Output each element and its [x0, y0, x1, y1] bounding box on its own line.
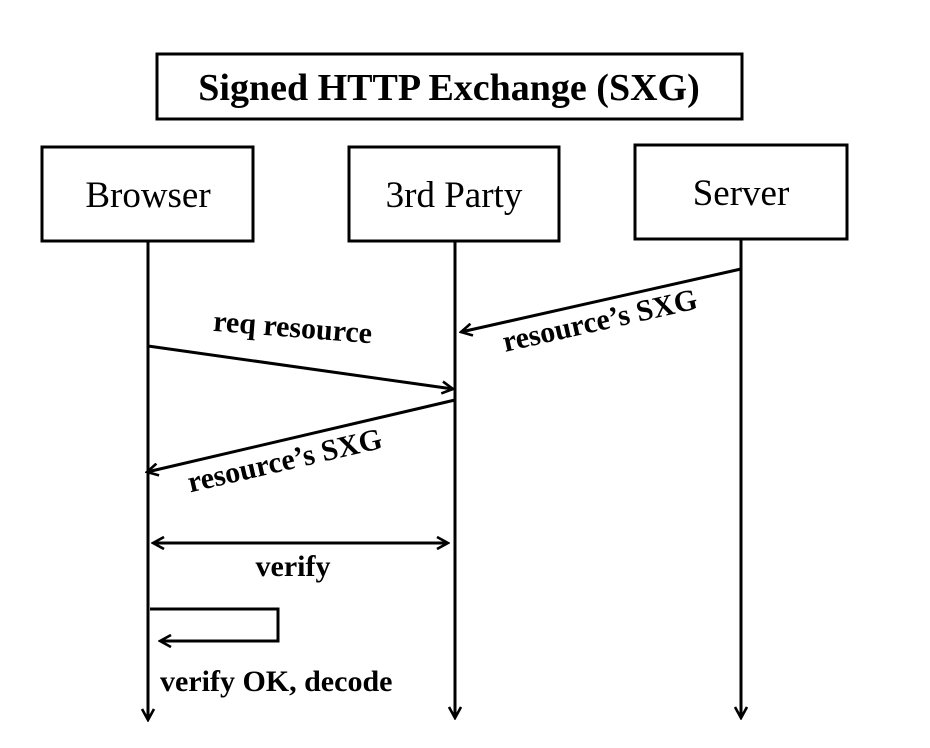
actor-browser: Browser — [40, 145, 255, 243]
label-verify-ok: verify OK, decode — [160, 665, 392, 698]
label-verify: verify — [256, 550, 331, 583]
actor-server-label: Server — [693, 173, 790, 214]
title-box: Signed HTTP Exchange (SXG) — [155, 52, 744, 121]
label-server-to-third-party: resource’s SXG — [499, 283, 700, 359]
actor-third-party: 3rd Party — [347, 145, 561, 243]
arrow-self-verify-ok — [150, 607, 280, 641]
actor-server: Server — [633, 143, 849, 241]
actor-browser-label: Browser — [85, 175, 210, 216]
arrow-browser-to-third-party — [147, 344, 453, 389]
label-third-party-to-browser: resource’s SXG — [184, 422, 385, 499]
arrow-third-party-to-browser — [147, 398, 456, 472]
actor-third-party-label: 3rd Party — [386, 175, 523, 216]
arrow-server-to-third-party — [461, 267, 742, 332]
diagram-title: Signed HTTP Exchange (SXG) — [198, 67, 699, 109]
label-browser-to-third-party: req resource — [212, 305, 373, 350]
